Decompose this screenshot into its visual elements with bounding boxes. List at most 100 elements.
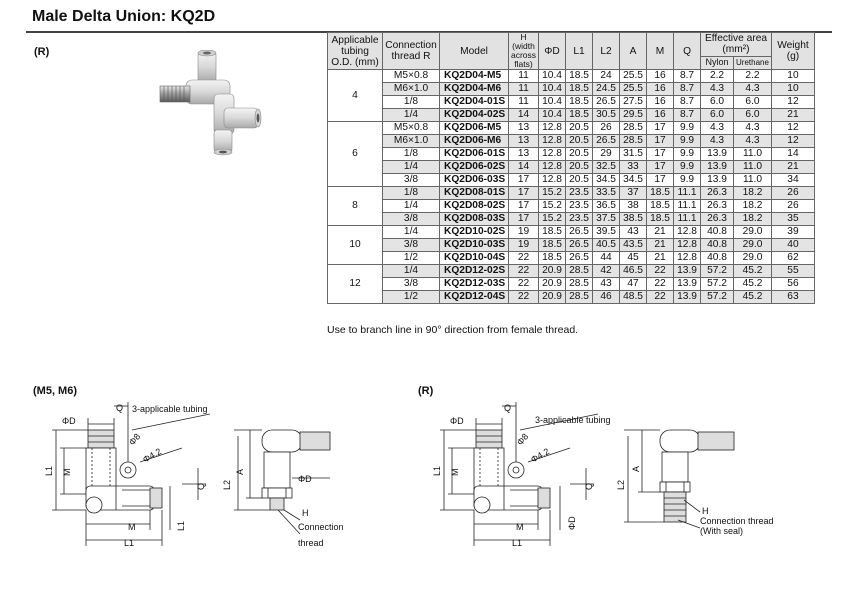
label-l1-r-vert: L1: [432, 466, 442, 476]
table-cell: 1/8: [382, 186, 440, 200]
label-with-seal-r: (With seal): [700, 526, 743, 536]
header-l1: L1: [565, 32, 594, 70]
cell-tubing-od: 6: [327, 121, 383, 187]
table-cell: 10.4: [538, 108, 567, 122]
cell-tubing-od: 8: [327, 186, 383, 226]
table-cell: 4.3: [733, 82, 772, 96]
table-cell: 4.3: [700, 82, 735, 96]
label-q-r: Q: [504, 403, 511, 413]
table-cell: 21: [646, 238, 675, 252]
label-l2-r: L2: [616, 480, 626, 490]
table-cell: 22: [507, 290, 540, 304]
label-m-r-bottom: M: [516, 522, 524, 532]
label-l2-m5: L2: [222, 480, 232, 490]
cell-model: KQ2D08-01S: [439, 186, 509, 200]
label-connection-thread-r: Connection thread: [700, 516, 774, 526]
cell-model: KQ2D10-03S: [439, 238, 509, 252]
label-connection-m5: Connection: [298, 522, 344, 532]
page-title: Male Delta Union: KQ2D: [32, 8, 216, 25]
table-cell: 39: [770, 225, 815, 239]
cell-tubing-od: 12: [327, 264, 383, 304]
label-q-r-vert: Q: [584, 483, 594, 490]
specification-table: Applicable tubing O.D. (mm) Connection t…: [327, 32, 815, 304]
table-cell: 26: [770, 186, 815, 200]
label-phid-m5-side: ΦD: [298, 474, 312, 484]
table-cell: 18.5: [565, 108, 594, 122]
label-q-m5-vert: Q: [196, 483, 206, 490]
table-cell: 6.0: [700, 108, 735, 122]
table-cell: 35: [770, 212, 815, 226]
r-front-view: [440, 402, 599, 546]
label-q-m5: Q: [116, 403, 123, 413]
label-m-m5-vert: M: [62, 469, 72, 477]
table-cell: 29.0: [733, 238, 772, 252]
table-cell: 12: [770, 134, 815, 148]
cell-model: KQ2D12-04S: [439, 290, 509, 304]
label-tubing-r: 3-applicable tubing: [535, 415, 611, 425]
table-cell: 46.5: [619, 264, 648, 278]
table-cell: 26.5: [565, 238, 594, 252]
m5-side-view: [234, 429, 331, 535]
table-cell: 28.5: [565, 264, 594, 278]
table-cell: 8.7: [673, 82, 702, 96]
table-cell: 40: [770, 238, 815, 252]
table-cell: 57.2: [700, 290, 735, 304]
product-photo: [159, 50, 262, 156]
header-q: Q: [673, 32, 702, 70]
table-cell: 21: [770, 160, 815, 174]
drawing-label-m5-m6: (M5, M6): [33, 385, 77, 397]
table-cell: 46: [592, 290, 621, 304]
table-cell: 17: [507, 212, 540, 226]
label-phi8-r: Φ8: [515, 432, 530, 448]
table-cell: 8.7: [673, 108, 702, 122]
label-m-m5-bottom: M: [128, 522, 136, 532]
table-cell: 14: [507, 160, 540, 174]
header-a: A: [619, 32, 648, 70]
header-thread: Connection thread R: [382, 32, 440, 70]
table-cell: 13.9: [673, 290, 702, 304]
table-cell: 29.5: [619, 108, 648, 122]
header-nylon: Nylon: [700, 55, 735, 71]
label-phi42-m5: Φ4.2: [141, 446, 163, 465]
label-a-r: A: [631, 466, 641, 472]
table-cell: 63: [770, 290, 815, 304]
table-cell: 1/2: [382, 290, 440, 304]
label-h-r: H: [702, 506, 709, 516]
table-cell: 40.8: [700, 225, 735, 239]
table-cell: 17: [646, 134, 675, 148]
table-cell: 13: [507, 134, 540, 148]
table-cell: 26.3: [700, 212, 735, 226]
m5-front-view: [52, 402, 211, 546]
table-cell: 11.1: [673, 212, 702, 226]
label-phid-r-vert: ΦD: [567, 516, 577, 530]
label-a-m5: A: [235, 469, 245, 475]
table-cell: 40.8: [700, 238, 735, 252]
usage-note: Use to branch line in 90° direction from…: [327, 324, 579, 336]
table-cell: 20.9: [538, 264, 567, 278]
table-cell: 26.5: [592, 134, 621, 148]
header-phid: ΦD: [538, 32, 567, 70]
table-cell: 28.5: [565, 290, 594, 304]
table-cell: 13.9: [673, 264, 702, 278]
photo-label: (R): [34, 46, 50, 58]
label-h-m5: H: [302, 508, 309, 518]
table-cell: 16: [646, 82, 675, 96]
label-l1-m5-vert: L1: [44, 466, 54, 476]
table-cell: 26.3: [700, 186, 735, 200]
label-l1-m5-bottom: L1: [124, 538, 134, 548]
header-h: H (width across flats): [507, 32, 540, 70]
table-cell: M6×1.0: [382, 82, 440, 96]
table-cell: 4.3: [700, 134, 735, 148]
table-cell: 18.2: [733, 212, 772, 226]
table-cell: 45.2: [733, 264, 772, 278]
table-cell: 18.5: [538, 238, 567, 252]
